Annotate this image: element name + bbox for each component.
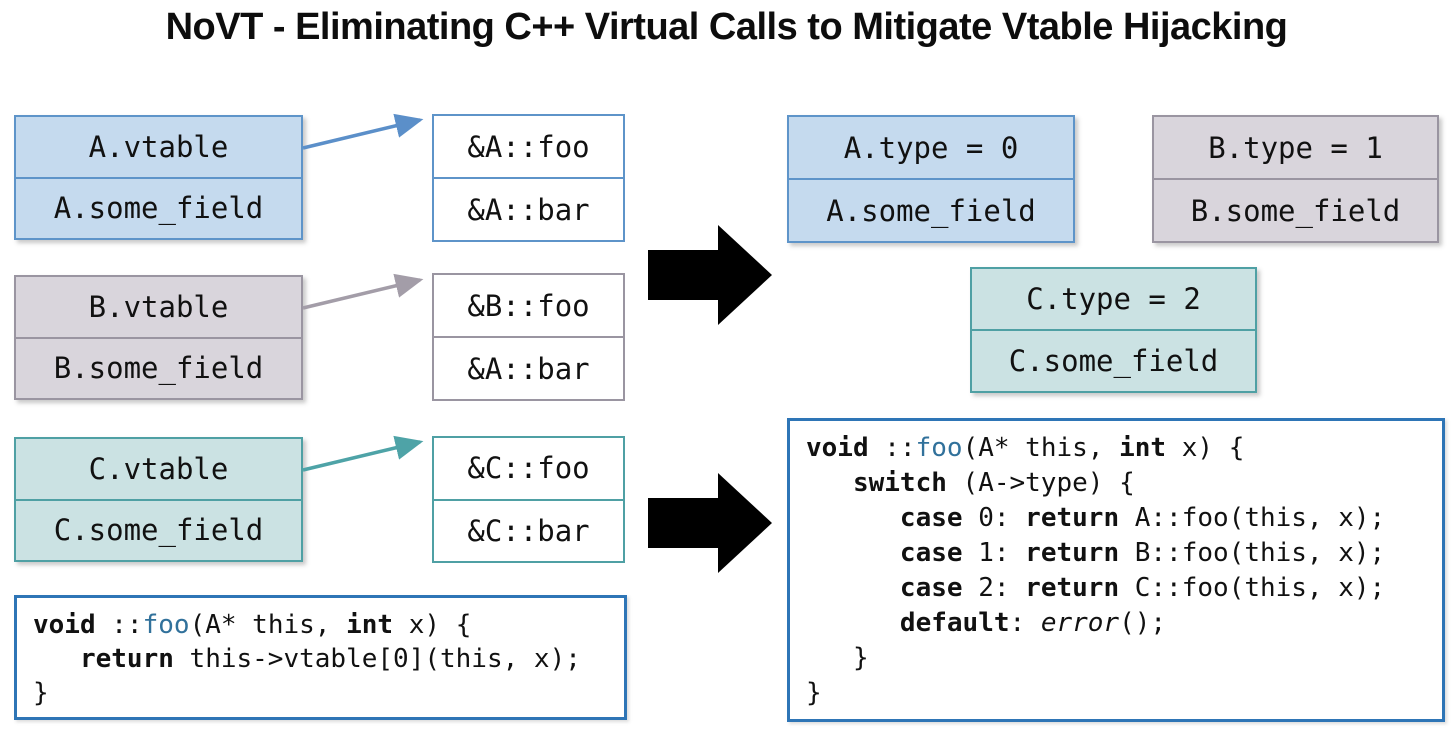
code-box-switch-dispatch: void ::foo(A* this, int x) { switch (A->… bbox=[787, 418, 1445, 722]
struct-b-after-box: B.type = 1 B.some_field bbox=[1152, 115, 1439, 243]
vtable-a-entry-foo: &A::foo bbox=[467, 129, 590, 164]
struct-a-vtable-pointer-field: A.vtable bbox=[88, 129, 229, 164]
vtable-c-box: &C::foo &C::bar bbox=[432, 436, 625, 563]
struct-a-before-box: A.vtable A.some_field bbox=[14, 115, 303, 240]
struct-a-some-field-after: A.some_field bbox=[789, 178, 1073, 241]
vtable-pointer-arrow-a bbox=[302, 113, 424, 150]
struct-c-some-field: C.some_field bbox=[16, 498, 301, 561]
transform-arrow-bottom-icon bbox=[648, 473, 772, 573]
struct-a-some-field: A.some_field bbox=[16, 176, 301, 239]
transform-arrow-top-icon bbox=[648, 225, 772, 325]
struct-a-after-box: A.type = 0 A.some_field bbox=[787, 115, 1075, 243]
vtable-b-entry-foo: &B::foo bbox=[467, 288, 590, 323]
code-box-virtual-dispatch: void ::foo(A* this, int x) { return this… bbox=[14, 595, 627, 720]
struct-a-type-field: A.type = 0 bbox=[843, 130, 1019, 165]
slide-title: NoVT - Eliminating C++ Virtual Calls to … bbox=[165, 6, 1288, 48]
vtable-pointer-arrow-b bbox=[302, 273, 424, 310]
vtable-b-entry-bar: &A::bar bbox=[434, 336, 623, 399]
struct-c-type-field: C.type = 2 bbox=[1026, 282, 1201, 316]
struct-c-some-field-after: C.some_field bbox=[972, 329, 1255, 391]
struct-c-before-box: C.vtable C.some_field bbox=[14, 437, 303, 562]
struct-b-type-field: B.type = 1 bbox=[1208, 130, 1383, 165]
vtable-a-entry-bar: &A::bar bbox=[434, 177, 623, 240]
struct-b-some-field-after: B.some_field bbox=[1154, 178, 1437, 241]
struct-b-vtable-pointer-field: B.vtable bbox=[88, 289, 229, 324]
struct-c-vtable-pointer-field: C.vtable bbox=[88, 451, 229, 486]
struct-b-before-box: B.vtable B.some_field bbox=[14, 275, 303, 400]
vtable-c-entry-foo: &C::foo bbox=[467, 451, 590, 486]
vtable-b-box: &B::foo &A::bar bbox=[432, 273, 625, 401]
vtable-pointer-arrow-c bbox=[302, 435, 424, 472]
vtable-a-box: &A::foo &A::bar bbox=[432, 114, 625, 242]
struct-b-some-field: B.some_field bbox=[16, 336, 301, 399]
struct-c-after-box: C.type = 2 C.some_field bbox=[970, 267, 1257, 393]
vtable-c-entry-bar: &C::bar bbox=[434, 498, 623, 562]
